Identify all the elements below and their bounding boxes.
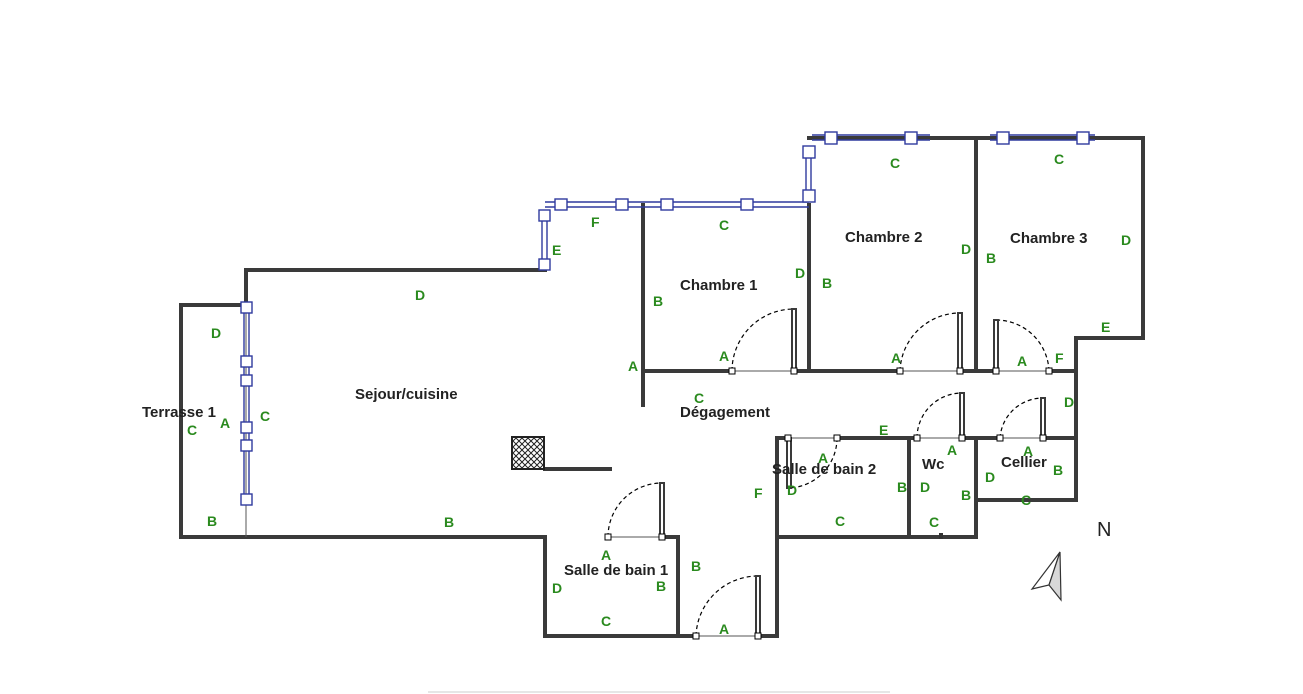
door-chambre2 — [896, 312, 964, 375]
wall-label: A — [719, 621, 729, 637]
wall-label: A — [1023, 443, 1033, 459]
wall-sejour-top — [244, 268, 547, 307]
door-wc — [913, 392, 966, 442]
room-chambre2: Chambre 2 — [845, 229, 923, 246]
wall-label: C — [694, 390, 704, 406]
wall-label: C — [1054, 151, 1064, 167]
room-degagement: Dégagement — [680, 404, 770, 421]
room-chambre3: Chambre 3 — [1010, 230, 1088, 247]
wall-label: B — [656, 578, 666, 594]
wall-label: A — [719, 348, 729, 364]
wall-label: D — [795, 265, 805, 281]
door-sdb1 — [604, 482, 666, 541]
wall-label: F — [591, 214, 600, 230]
wall-sdb2-left — [775, 436, 789, 539]
wall-label: D — [1121, 232, 1131, 248]
wall-label: C — [1021, 492, 1031, 508]
wall-label: C — [929, 514, 939, 530]
wall-label: D — [787, 482, 797, 498]
wall-label: A — [220, 415, 230, 431]
wall-label: E — [1101, 319, 1110, 335]
wall-label: A — [891, 350, 901, 366]
window-terrasse — [240, 301, 253, 506]
wall-sdb1 — [543, 535, 698, 638]
room-chambre1: Chambre 1 — [680, 277, 758, 294]
windows — [240, 131, 1095, 506]
wall-label: D — [920, 479, 930, 495]
wall-label: A — [818, 450, 828, 466]
wall-side-labels: D C A B C D E F B C B D A C B D A C D B … — [187, 151, 1131, 637]
doors — [604, 308, 1053, 640]
compass-north-label: N — [1097, 519, 1111, 541]
wall-label: E — [879, 422, 888, 438]
door-entrance — [692, 575, 762, 640]
wall-label: A — [1017, 353, 1027, 369]
room-sejour: Sejour/cuisine — [355, 386, 458, 403]
wall-label: A — [628, 358, 638, 374]
wall-label: C — [890, 155, 900, 171]
wall-label: D — [211, 325, 221, 341]
window-chambre2-side — [802, 145, 816, 203]
wall-terrasse — [179, 303, 248, 539]
wall-label: B — [897, 479, 907, 495]
wall-entrance-right — [756, 535, 779, 638]
wall-cellier-right — [974, 436, 1078, 502]
wall-label: B — [653, 293, 663, 309]
wall-label: D — [415, 287, 425, 303]
wall-label: B — [691, 558, 701, 574]
room-terrasse: Terrasse 1 — [142, 404, 216, 421]
wall-label: C — [835, 513, 845, 529]
wall-label: B — [444, 514, 454, 530]
wall-label: B — [822, 275, 832, 291]
door-chambre3 — [992, 319, 1053, 375]
door-chambre1 — [728, 308, 798, 375]
wall-label: D — [1064, 394, 1074, 410]
wall-label: D — [552, 580, 562, 596]
wall-label: F — [1055, 350, 1064, 366]
wall-label: D — [961, 241, 971, 257]
window-sejour-f — [545, 198, 643, 211]
wall-label: B — [986, 250, 996, 266]
cooktop-fixture — [511, 436, 545, 470]
door-sdb2 — [784, 434, 841, 489]
window-chambre2 — [812, 131, 930, 145]
wall-label: D — [985, 469, 995, 485]
entrance-marker — [939, 533, 943, 539]
wall-label: B — [961, 487, 971, 503]
wall-label: C — [601, 613, 611, 629]
wall-label: E — [552, 242, 561, 258]
room-cellier: Cellier — [1001, 454, 1047, 471]
wall-chambre3-outer — [974, 136, 1145, 440]
window-chambre3 — [990, 131, 1095, 145]
window-sejour-e — [538, 209, 551, 271]
wall-label: C — [719, 217, 729, 233]
wall-label: C — [187, 422, 197, 438]
compass-arrow-icon — [1030, 551, 1062, 602]
wall-label: B — [207, 513, 217, 529]
compass: N — [1030, 519, 1111, 602]
wall-label: F — [754, 485, 763, 501]
wall-label: C — [260, 408, 270, 424]
wall-label: A — [601, 547, 611, 563]
window-chambre1 — [643, 198, 809, 211]
room-sdb2: Salle de bain 2 — [772, 461, 876, 478]
room-sdb1: Salle de bain 1 — [564, 562, 668, 579]
wall-label: A — [947, 442, 957, 458]
wall-label: B — [1053, 462, 1063, 478]
door-cellier — [996, 397, 1047, 442]
room-labels: Terrasse 1 Sejour/cuisine Chambre 1 Cham… — [142, 229, 1088, 579]
room-wc: Wc — [922, 456, 945, 473]
